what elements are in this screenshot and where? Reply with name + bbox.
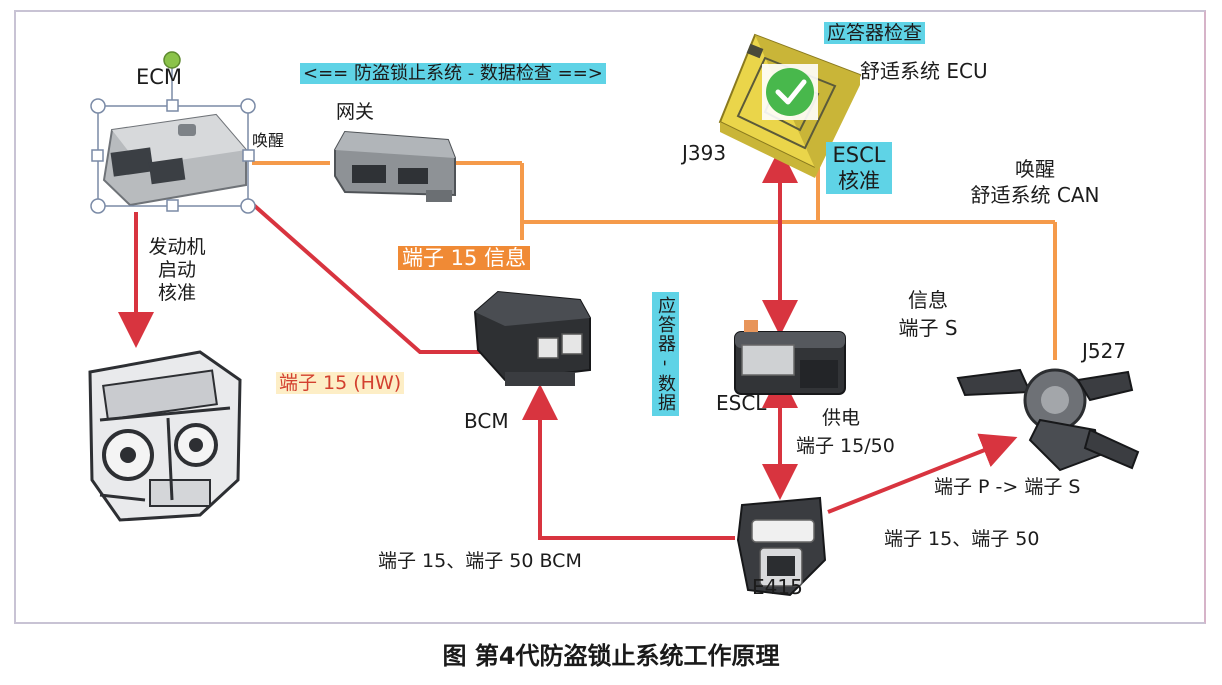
power-supply-line1: 供电 (822, 407, 861, 429)
ecm-label: ECM (136, 65, 183, 89)
terminal-p-s-label: 端子 P -> 端子 S (934, 476, 1081, 498)
engine-start-line1: 发动机 (148, 236, 206, 258)
j393-label: J393 (682, 141, 727, 165)
escl-approve-label: ESCL 核准 (826, 142, 892, 194)
wire-e415-j527 (827, 433, 1018, 514)
hardwire-lines (118, 147, 1018, 540)
info-terminal-s-line2: 端子 S (898, 316, 958, 340)
engine-start-line3: 核准 (157, 282, 196, 304)
engine-icon (88, 350, 242, 522)
ecm-module-icon[interactable] (90, 51, 256, 214)
power-supply-label: 供电 端子 15/50 (796, 404, 936, 460)
info-terminal-s-label: 信息 端子 S (890, 286, 966, 342)
transponder-check-label: 应答器检查 (824, 22, 926, 45)
wake-comfort-can-line2: 舒适系统 CAN (970, 183, 1100, 207)
bcm-module-icon[interactable] (473, 290, 591, 386)
wire-e415-bcm (522, 384, 735, 540)
steering-column-switch-icon[interactable] (956, 368, 1140, 472)
wake-comfort-can-line1: 唤醒 (1015, 157, 1055, 181)
wire-ecm-bcm (246, 198, 488, 354)
escl-approve-line2: 核准 (838, 169, 880, 193)
diagram-frame (14, 10, 1206, 624)
wake-comfort-can-label: 唤醒 舒适系统 CAN (950, 156, 1120, 208)
figure-caption: 图 第4代防盗锁止系统工作原理 (442, 642, 780, 670)
transponder-data-label: 应答器 - 数据 (652, 292, 679, 416)
terminal-15-50-label: 端子 15、端子 50 (884, 528, 1040, 550)
gateway-module-icon[interactable] (334, 130, 456, 202)
check-icon (762, 64, 818, 120)
engine-start-line2: 启动 (157, 259, 196, 281)
terminal15-hw-label: 端子 15 (HW) (276, 372, 405, 395)
terminal-15-50-bcm-label: 端子 15、端子 50 BCM (378, 550, 582, 572)
e415-label: E415 (752, 575, 803, 599)
gateway-label: 网关 (336, 101, 375, 123)
comfort-ecu-label: 舒适系统 ECU (860, 59, 988, 83)
escl-label: ESCL (716, 391, 767, 415)
escl-lock-icon[interactable] (734, 320, 846, 395)
engine-start-label: 发动机 启动 核准 (142, 236, 212, 305)
wake-short-label: 唤醒 (252, 131, 285, 150)
power-supply-line2: 端子 15/50 (796, 435, 895, 457)
j527-label: J527 (1082, 339, 1127, 363)
ignition-switch-icon[interactable] (736, 496, 827, 597)
banner-label: <== 防盗锁止系统 - 数据检查 ==> (300, 62, 606, 85)
info-terminal-s-line1: 信息 (908, 288, 948, 312)
bcm-label: BCM (464, 409, 509, 433)
terminal15-info-label: 端子 15 信息 (398, 246, 531, 271)
escl-approve-line1: ESCL (832, 143, 886, 167)
